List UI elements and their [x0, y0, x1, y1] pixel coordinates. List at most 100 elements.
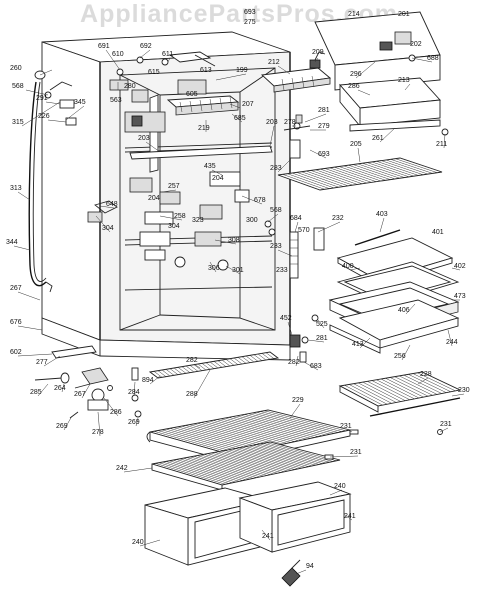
label-613: 613 — [200, 67, 212, 74]
label-231b: 231 — [340, 423, 352, 430]
label-232: 232 — [332, 215, 344, 222]
rail-203 — [129, 145, 273, 160]
center-components — [87, 171, 272, 271]
label-610: 610 — [112, 51, 124, 58]
label-228: 228 — [420, 371, 432, 378]
label-201: 201 — [398, 11, 410, 18]
control-housing — [314, 11, 441, 91]
label-684: 684 — [290, 215, 302, 222]
label-282b: 282 — [288, 359, 300, 366]
label-296: 296 — [350, 71, 362, 78]
label-452: 452 — [280, 315, 292, 322]
label-401: 401 — [432, 229, 444, 236]
label-568b: 568 — [270, 207, 282, 214]
label-323: 323 — [192, 217, 204, 224]
label-260: 260 — [10, 65, 22, 72]
glass-insert-242 — [151, 441, 341, 491]
label-231c: 231 — [350, 449, 362, 456]
label-615: 615 — [148, 69, 160, 76]
label-283: 283 — [270, 165, 282, 172]
label-209: 209 — [312, 49, 324, 56]
label-288: 288 — [186, 391, 198, 398]
part-labels: 693 275 214 201 691 260 692 209 202 688 … — [6, 9, 470, 570]
evaporator — [166, 95, 240, 116]
label-894: 894 — [142, 377, 154, 384]
label-233b: 233 — [276, 267, 288, 274]
label-602: 602 — [10, 349, 22, 356]
label-207: 207 — [242, 101, 254, 108]
label-286: 286 — [348, 83, 360, 90]
label-269b: 269 — [128, 419, 140, 426]
toe-grille-288 — [148, 351, 280, 379]
label-278b: 278 — [92, 429, 104, 436]
label-202: 202 — [410, 41, 422, 48]
label-281a: 281 — [318, 107, 330, 114]
label-240b: 240 — [132, 539, 144, 546]
label-94: 94 — [306, 563, 314, 570]
label-230: 230 — [458, 387, 470, 394]
label-402: 402 — [454, 263, 466, 270]
label-403: 403 — [376, 211, 388, 218]
label-280: 280 — [124, 83, 136, 90]
wire-shelf-205 — [277, 157, 443, 191]
label-304b: 304 — [168, 223, 180, 230]
label-291: 291 — [36, 95, 48, 102]
cabinet — [41, 31, 291, 361]
label-688: 688 — [427, 55, 439, 62]
label-676: 676 — [10, 319, 22, 326]
label-241a: 241 — [344, 513, 356, 520]
label-211: 211 — [436, 141, 447, 148]
label-267: 267 — [10, 285, 22, 292]
label-242: 242 — [116, 465, 128, 472]
label-203a: 203 — [138, 135, 150, 142]
label-256: 256 — [394, 353, 406, 360]
label-258: 258 — [174, 213, 186, 220]
label-525: 525 — [316, 321, 328, 328]
label-691: 691 — [98, 43, 110, 50]
label-279: 279 — [318, 123, 330, 130]
label-605: 605 — [186, 91, 198, 98]
label-199: 199 — [236, 67, 248, 74]
label-286b: 286 — [110, 409, 122, 416]
label-693: 693 — [244, 9, 256, 16]
label-345: 345 — [74, 99, 86, 106]
label-213: 213 — [398, 77, 410, 84]
label-693b: 693 — [318, 151, 330, 158]
label-269: 269 — [56, 423, 68, 430]
label-205: 205 — [350, 141, 362, 148]
label-308: 308 — [228, 237, 240, 244]
label-344: 344 — [6, 239, 18, 246]
leader-lines — [13, 49, 465, 575]
label-244: 244 — [446, 339, 458, 346]
label-231a: 231 — [440, 421, 452, 428]
label-267b: 267 — [74, 391, 86, 398]
label-212: 212 — [268, 59, 280, 66]
crisper-drawer-right — [238, 481, 352, 553]
label-406: 406 — [398, 307, 410, 314]
label-240a: 240 — [334, 483, 346, 490]
label-282a: 282 — [186, 357, 198, 364]
label-214: 214 — [348, 11, 360, 18]
label-301: 301 — [232, 267, 244, 274]
label-203b: 203 — [266, 119, 278, 126]
label-229: 229 — [292, 397, 304, 404]
label-226: 226 — [38, 113, 50, 120]
door-rail-strip — [349, 119, 449, 136]
label-284: 284 — [128, 389, 140, 396]
label-611: 611 — [162, 51, 173, 58]
label-275: 275 — [244, 19, 256, 26]
label-400: 400 — [342, 263, 354, 270]
label-278: 278 — [284, 119, 296, 126]
label-435: 435 — [204, 163, 216, 170]
leveler-parts — [34, 345, 142, 419]
label-313: 313 — [10, 185, 22, 192]
label-306: 306 — [208, 265, 220, 272]
label-300: 300 — [246, 217, 258, 224]
label-685: 685 — [234, 115, 246, 122]
label-570: 570 — [298, 227, 310, 234]
label-304a: 304 — [102, 225, 114, 232]
label-692: 692 — [140, 43, 152, 50]
label-257: 257 — [168, 183, 180, 190]
label-413: 413 — [352, 341, 364, 348]
